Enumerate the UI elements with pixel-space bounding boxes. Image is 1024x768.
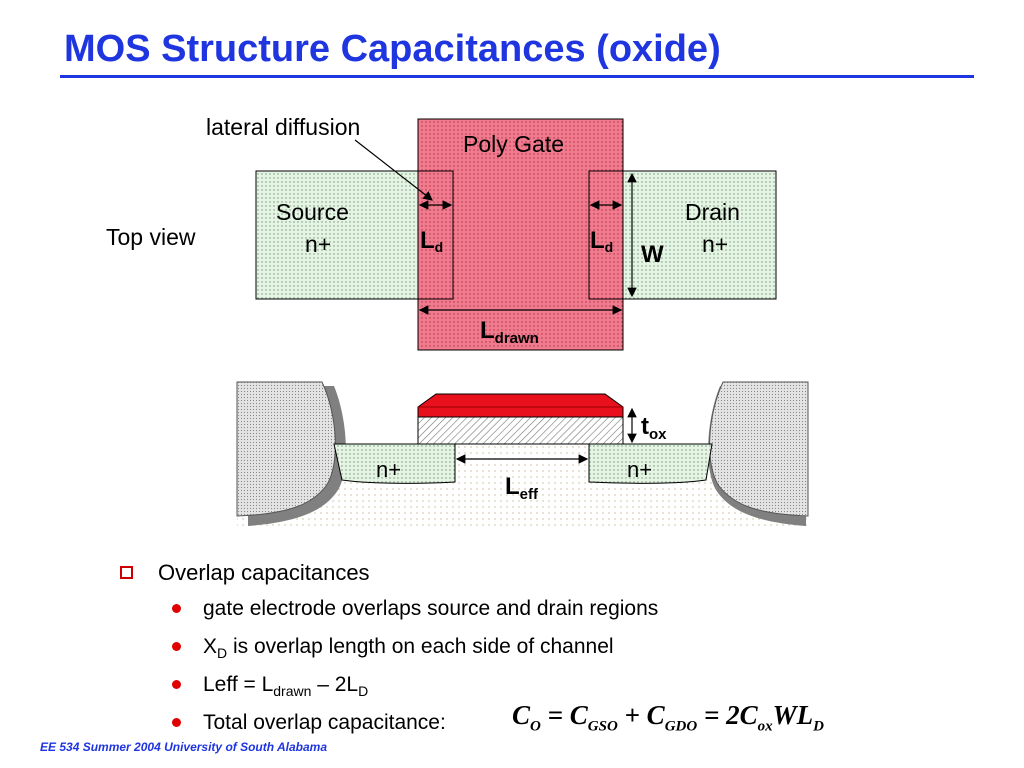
source-doping-label: n+ <box>305 231 331 257</box>
tox-label: tox <box>641 413 667 443</box>
width-label: W <box>641 241 664 268</box>
source-nplus-label: n+ <box>376 457 401 482</box>
round-bullet-icon <box>172 604 181 613</box>
poly-gate-cross-section <box>417 393 624 418</box>
round-bullet-icon <box>172 642 181 651</box>
ld-right-label: Ld <box>590 227 613 255</box>
mos-diagram: Top view lateral diffusion Poly Gate Sou… <box>106 114 809 529</box>
lateral-diffusion-left <box>417 170 454 300</box>
lateral-diffusion-right <box>588 170 624 300</box>
top-view-label: Top view <box>106 224 196 250</box>
drain-doping-label: n+ <box>702 231 728 257</box>
field-oxide-right <box>709 381 809 517</box>
gate-oxide <box>417 416 624 445</box>
source-nplus-region <box>333 443 456 484</box>
overlap-capacitance-equation: CO = CGSO + CGDO = 2CoxWLD <box>512 700 824 735</box>
round-bullet-icon <box>172 680 181 689</box>
leff-label: Leff <box>505 473 539 503</box>
drain-nplus-label: n+ <box>627 457 652 482</box>
drain-label: Drain <box>685 199 740 225</box>
slide-title: MOS Structure Capacitances (oxide) <box>64 28 721 70</box>
ld-left-label: Ld <box>420 227 443 255</box>
title-underline <box>60 75 974 78</box>
ldrawn-label: Ldrawn <box>480 317 539 347</box>
source-label: Source <box>276 199 349 225</box>
bullet-heading: Overlap capacitances <box>158 560 370 585</box>
field-oxide-left <box>236 381 336 517</box>
slide-footer: EE 534 Summer 2004 University of South A… <box>40 740 327 754</box>
round-bullet-icon <box>172 718 181 727</box>
drain-nplus-region <box>588 443 713 484</box>
lateral-diffusion-pointer <box>354 139 433 201</box>
bullet-item-4: Total overlap capacitance: <box>203 711 446 734</box>
bullet-item-2: XD is overlap length on each side of cha… <box>203 635 614 662</box>
square-bullet-icon <box>120 566 133 579</box>
bullet-item-1: gate electrode overlaps source and drain… <box>203 597 659 620</box>
lateral-diffusion-label: lateral diffusion <box>206 114 360 140</box>
bullet-item-3: Leff = Ldrawn – 2LD <box>203 673 369 700</box>
poly-gate-label: Poly Gate <box>463 131 564 157</box>
